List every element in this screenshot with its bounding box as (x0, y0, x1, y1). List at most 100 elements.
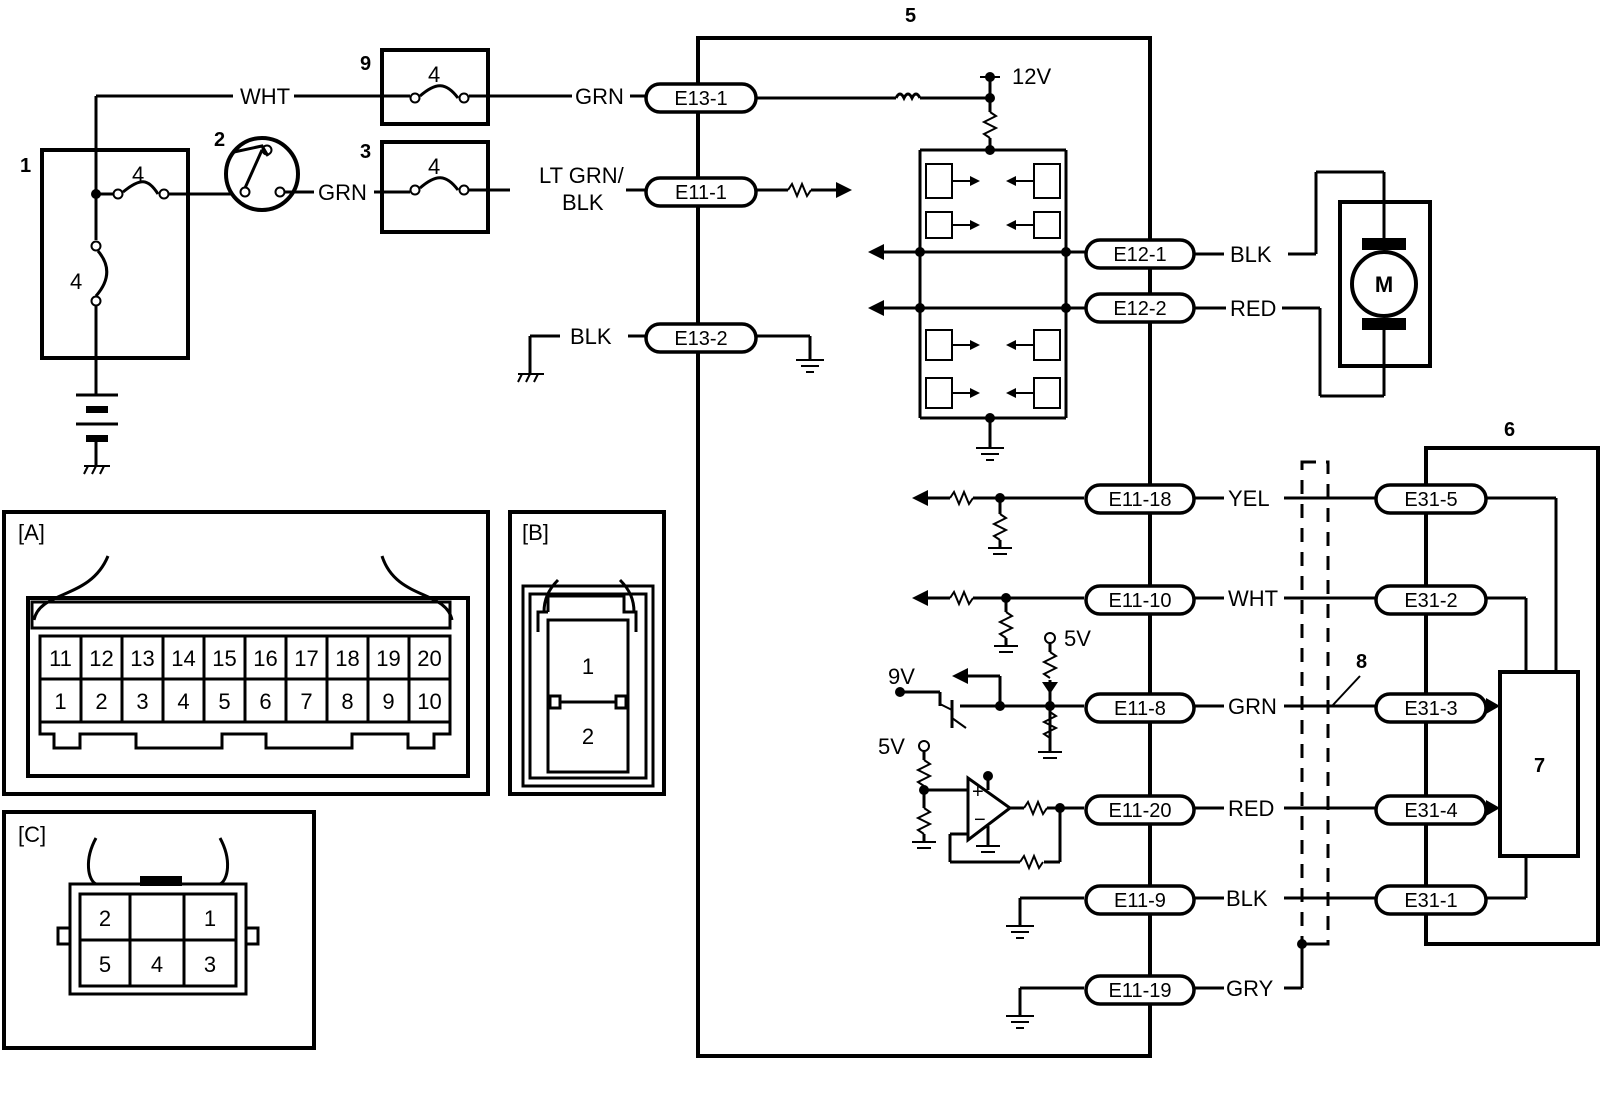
connector-a-pin-17: 17 (294, 646, 318, 671)
wire-label-red-motor: RED (1230, 296, 1276, 321)
terminal-e12-2: E12-2 (1084, 292, 1196, 324)
terminal-e11-10: E11-10 (1084, 584, 1196, 616)
ground-e11-19 (1006, 986, 1084, 1029)
connector-a-pin-9: 9 (382, 689, 394, 714)
wire-label-ltgrn-1: LT GRN/ (539, 163, 625, 188)
connector-a-pin-20: 20 (417, 646, 441, 671)
connector-a-pin-16: 16 (253, 646, 277, 671)
svg-text:E11-18: E11-18 (1108, 489, 1171, 511)
fuse-label-4-f3: 4 (428, 154, 440, 179)
wire-label-grn-ign: GRN (318, 180, 367, 205)
connector-a-pin-5: 5 (218, 689, 230, 714)
connector-a-pin-14: 14 (171, 646, 195, 671)
fuse-9: 9 4 (360, 48, 490, 126)
connector-a-title: [A] (18, 520, 45, 545)
callout-6: 6 (1504, 419, 1515, 441)
callout-8: 8 (1356, 651, 1367, 673)
svg-text:E11-10: E11-10 (1108, 590, 1171, 612)
connector-c-pin-2: 2 (99, 906, 111, 931)
terminal-e11-9: E11-9 (1084, 884, 1196, 916)
connector-a-pin-19: 19 (376, 646, 400, 671)
wire-label-wht2: WHT (1228, 586, 1278, 611)
ground-e13-2 (517, 334, 560, 383)
connector-c-pin-4: 4 (151, 952, 163, 977)
connector-view-c: [C] 2 1 5 4 3 (2, 810, 316, 1050)
connector-a-pin-18: 18 (335, 646, 359, 671)
terminal-e31-5: E31-5 (1374, 483, 1488, 515)
fuse-box-1: 1 4 4 (20, 96, 233, 395)
terminal-e11-20: E11-20 (1084, 794, 1196, 826)
wire-label-yel: YEL (1228, 486, 1270, 511)
svg-text:−: − (974, 809, 986, 831)
connector-a-pin-2: 2 (95, 689, 107, 714)
wire-label-blk-motor: BLK (1230, 242, 1272, 267)
svg-text:E31-2: E31-2 (1404, 590, 1457, 612)
terminal-e13-1: E13-1 (644, 82, 758, 114)
svg-text:+: + (972, 781, 984, 803)
terminal-e31-1: E31-1 (1374, 884, 1488, 916)
voltage-12v: 12V (1012, 64, 1051, 89)
svg-text:E31-1: E31-1 (1404, 890, 1457, 912)
connector-c-title: [C] (18, 822, 46, 847)
callout-9: 9 (360, 53, 371, 75)
connector-a-pin-11: 11 (49, 646, 72, 671)
wire-label-grn-top: GRN (575, 84, 624, 109)
svg-text:E12-1: E12-1 (1113, 244, 1166, 266)
terminal-e12-1: E12-1 (1084, 238, 1196, 270)
callout-5: 5 (905, 5, 916, 27)
ignition-switch-icon: 2 (214, 129, 314, 212)
svg-text:E11-19: E11-19 (1108, 980, 1171, 1002)
shield-8: 8 (1300, 460, 1367, 946)
fuse-3: 3 4 (360, 140, 490, 234)
battery-icon (76, 393, 118, 475)
wire-label-blk2: BLK (1226, 886, 1268, 911)
terminal-e11-1: E11-1 (644, 176, 758, 208)
svg-text:E11-8: E11-8 (1114, 698, 1166, 720)
connector-c-pin-5: 5 (99, 952, 111, 977)
power-supply-12v: 12V (756, 64, 1051, 155)
input-e11-1 (756, 181, 852, 199)
terminal-e11-18: E11-18 (1084, 483, 1196, 515)
circuit-e11-20: 5V + − (878, 734, 1084, 871)
connector-c-pin-1: 1 (204, 906, 216, 931)
chassis-ground-icon (83, 465, 110, 475)
internal-ground-e13-2 (756, 334, 824, 373)
svg-text:E31-5: E31-5 (1404, 489, 1457, 511)
connector-a-pin-15: 15 (212, 646, 236, 671)
svg-text:E11-20: E11-20 (1108, 800, 1171, 822)
wire-label-ltgrn-2: BLK (562, 190, 604, 215)
circuit-e11-10 (912, 589, 1084, 653)
circuit-e11-18 (912, 489, 1084, 555)
connector-a-pin-4: 4 (177, 689, 189, 714)
terminal-e11-8: E11-8 (1084, 692, 1196, 724)
h-bridge-driver (868, 148, 1100, 461)
wire-label-red2: RED (1228, 796, 1274, 821)
svg-text:E11-9: E11-9 (1114, 890, 1166, 912)
sensor-6: 6 7 (1424, 419, 1600, 946)
callout-7: 7 (1534, 755, 1545, 777)
circuit-e11-8: 5V 9V (888, 626, 1091, 759)
connector-a-pin-1: 1 (54, 689, 66, 714)
callout-1: 1 (20, 155, 31, 177)
terminal-e13-2: E13-2 (644, 322, 758, 354)
terminal-e31-3: E31-3 (1374, 692, 1488, 724)
connector-b-pin-2: 2 (582, 724, 594, 749)
terminal-e31-4: E31-4 (1374, 794, 1488, 826)
connector-a-pin-3: 3 (136, 689, 148, 714)
voltage-5v-a: 5V (1064, 626, 1091, 651)
wire-label-grn2: GRN (1228, 694, 1277, 719)
svg-text:E13-2: E13-2 (674, 328, 727, 350)
connector-view-b: [B] 1 2 (508, 510, 666, 796)
voltage-9v: 9V (888, 664, 915, 689)
svg-text:E12-2: E12-2 (1113, 298, 1166, 320)
connector-a-pin-6: 6 (259, 689, 271, 714)
connector-b-pin-1: 1 (582, 654, 594, 679)
wire-label-wht: WHT (240, 84, 290, 109)
ground-e11-9 (1006, 896, 1084, 939)
fuse-label-4-f9: 4 (428, 62, 440, 87)
fuse-label-4-vertical: 4 (70, 269, 82, 294)
connector-a-pin-7: 7 (300, 689, 312, 714)
svg-text:E13-1: E13-1 (674, 88, 727, 110)
